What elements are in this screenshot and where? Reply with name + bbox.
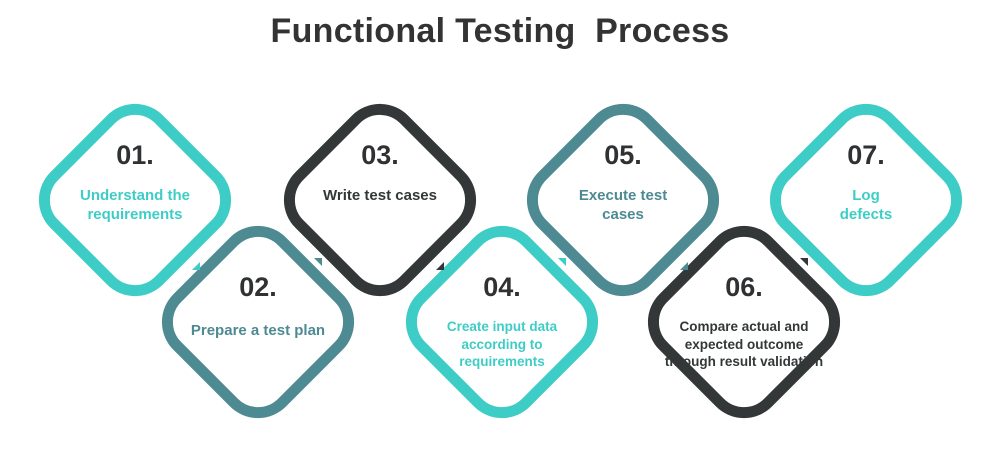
fold-accent-3 (436, 262, 444, 270)
step-3-text: Write test cases (323, 187, 437, 204)
step-1-number: 01. (116, 140, 154, 170)
step-3-number: 03. (361, 140, 399, 170)
step-6-diamond (647, 225, 841, 419)
fold-accent-6 (800, 258, 808, 266)
step-7-text: Log defects (839, 187, 893, 223)
step-4-number: 04. (483, 272, 521, 302)
step-5-number: 05. (604, 140, 642, 170)
step-1-diamond (38, 103, 232, 297)
fold-accent-2 (314, 258, 322, 266)
step-7-number: 07. (847, 140, 885, 170)
step-2-text: Prepare a test plan (190, 322, 326, 339)
step-2-number: 02. (239, 272, 277, 302)
step-3-diamond (283, 103, 477, 297)
step-2-diamond (161, 225, 355, 419)
step-5-diamond (526, 103, 720, 297)
step-1-text: Understand the requirements (79, 187, 190, 223)
step-5-text: Execute test cases (578, 187, 668, 223)
fold-accent-5 (680, 262, 688, 270)
fold-accent-4 (558, 258, 566, 266)
step-4-diamond (405, 225, 599, 419)
fold-accent-1 (192, 262, 200, 270)
step-7-diamond (769, 103, 963, 297)
step-4-text: Create input data according to requireme… (446, 319, 558, 369)
step-6-number: 06. (725, 272, 763, 302)
step-6-text: Compare actual and expected outcome thro… (664, 319, 824, 369)
page-title: Functional Testing Process (270, 12, 730, 50)
